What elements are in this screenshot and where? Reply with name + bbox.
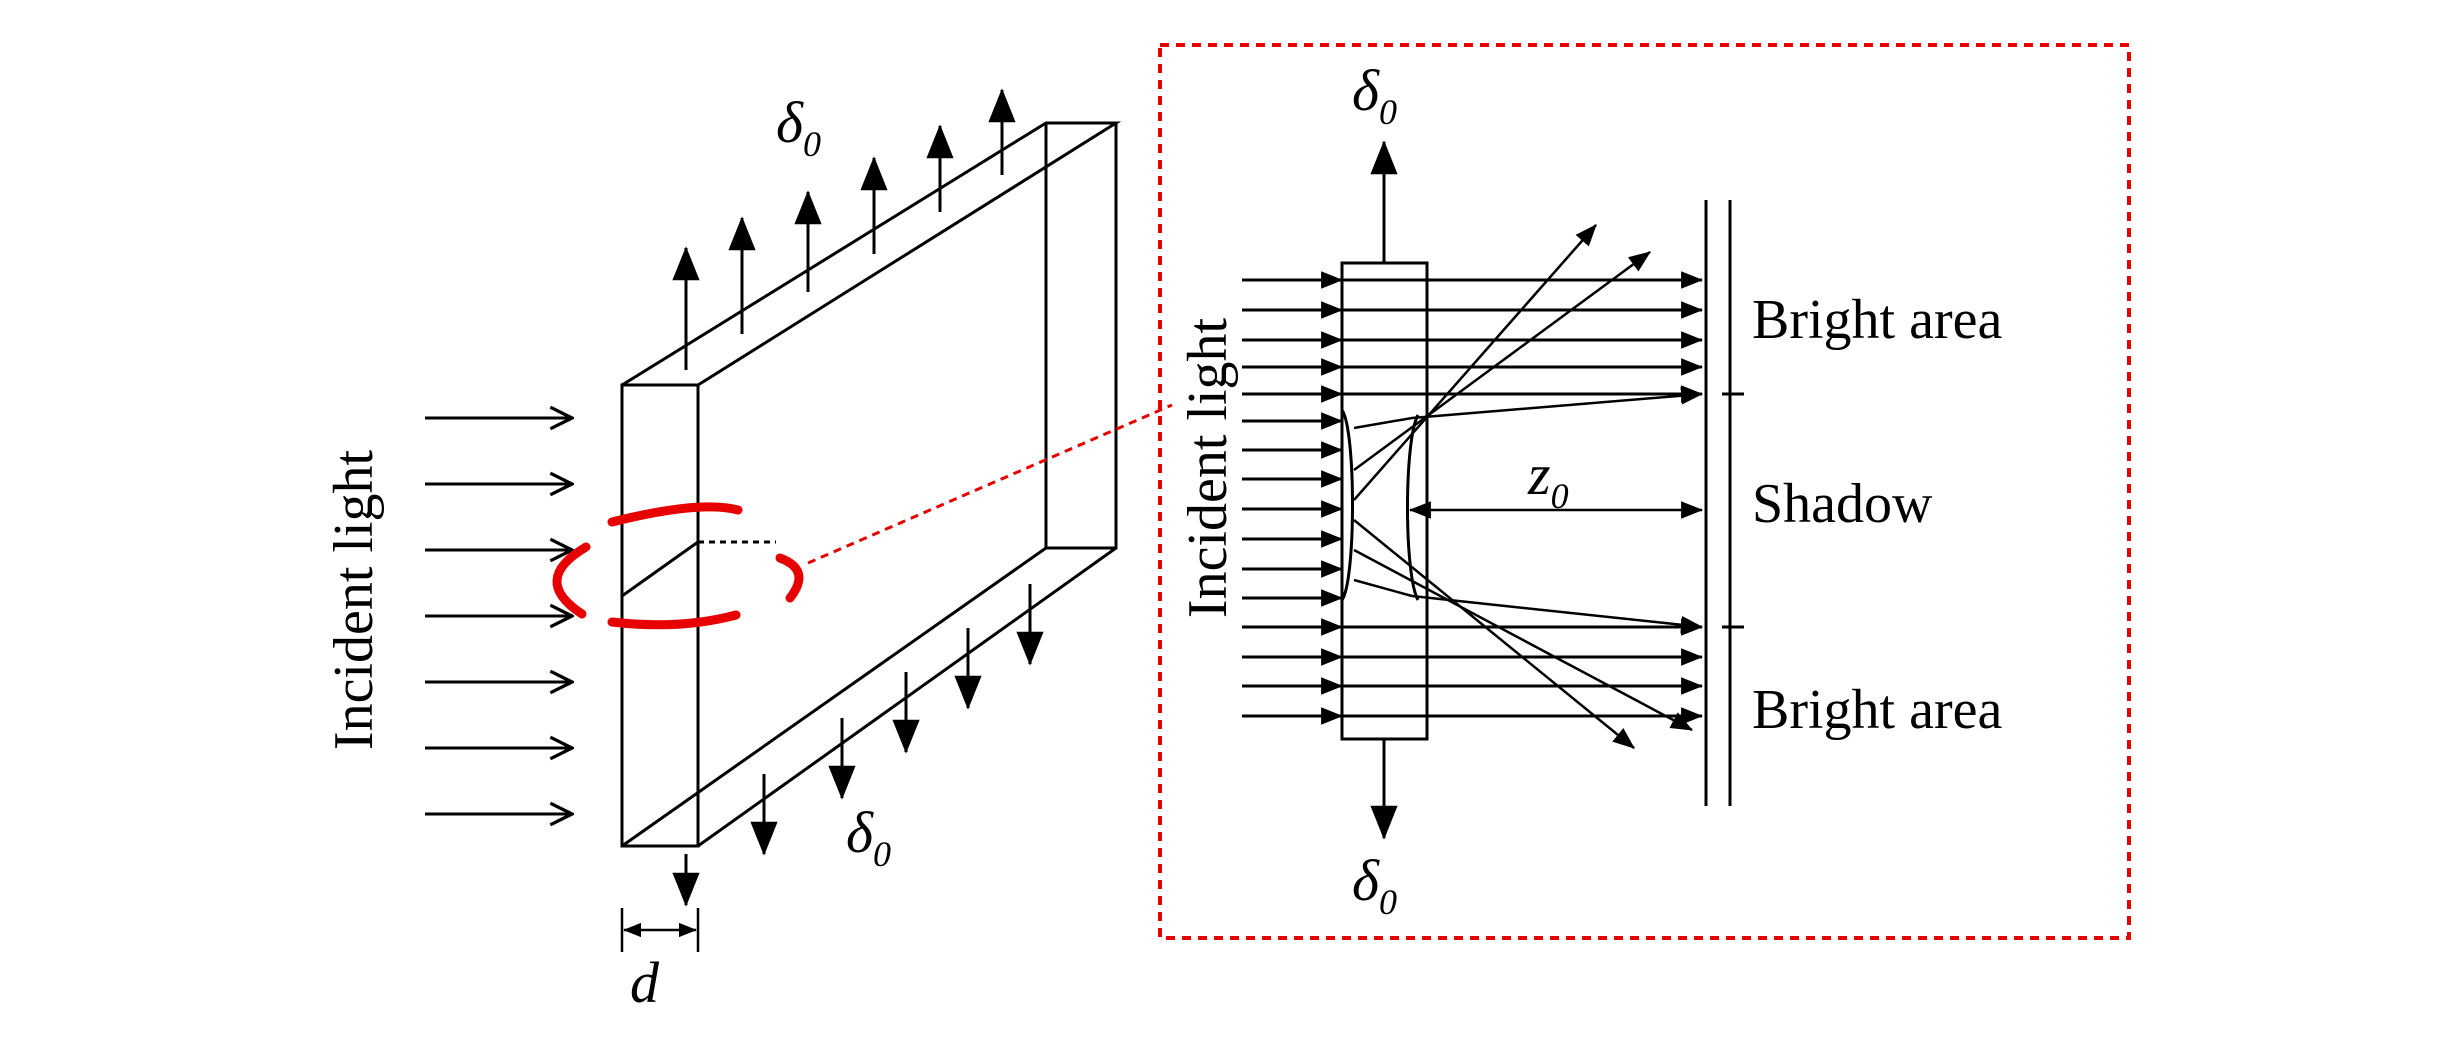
z0-label: z0: [1527, 442, 1569, 516]
thickness-label: d: [630, 950, 660, 1015]
shadow-label: Shadow: [1752, 473, 1933, 535]
deflected-rays: [1353, 224, 1704, 749]
incident-light-label-right: Incident light: [1177, 317, 1239, 618]
svg-text:δ0: δ0: [1352, 848, 1397, 922]
delta-label-top: δ0: [776, 90, 821, 164]
tension-arrows-top: [672, 88, 1016, 370]
zoom-box: [1158, 43, 2131, 940]
svg-text:δ0: δ0: [846, 800, 891, 874]
delta-label-bottom: δ0: [846, 800, 891, 874]
specimen-plate: [620, 121, 1122, 848]
crack-highlight-ellipse: [552, 502, 804, 630]
crack-line: [621, 540, 699, 598]
zoom-connector-line: [807, 403, 1173, 565]
svg-text:δ0: δ0: [776, 90, 821, 164]
lens-surface-back: [1406, 414, 1420, 601]
svg-text:z0: z0: [1527, 442, 1569, 516]
incident-light-arrows-left: [425, 418, 572, 814]
thickness-dimension: [620, 908, 700, 952]
observation-screen: [1704, 200, 1744, 806]
bright-area-label-top: Bright area: [1752, 289, 2002, 351]
incident-light-label-left: Incident light: [323, 449, 385, 750]
delta-label-magnified-top: δ0: [1352, 58, 1397, 132]
incident-rays-right: [1242, 271, 1344, 725]
bright-area-label-bottom: Bright area: [1752, 679, 2002, 741]
delta-label-magnified-bottom: δ0: [1352, 848, 1397, 922]
specimen-cross-section: [1340, 261, 1429, 741]
lens-surface-front: [1340, 409, 1354, 601]
svg-text:δ0: δ0: [1352, 58, 1397, 132]
tension-arrows-bottom: [672, 584, 1044, 907]
